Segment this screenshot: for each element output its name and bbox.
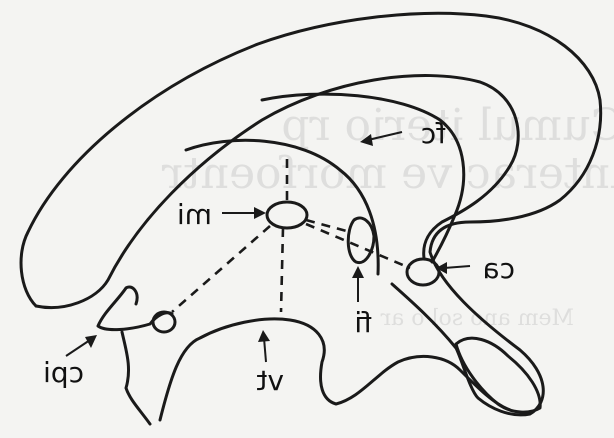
arrow-fi xyxy=(352,266,364,302)
third-ventricle-floor xyxy=(160,319,510,420)
connection-mi-cpi xyxy=(172,226,270,312)
label-fi: fi xyxy=(354,306,372,339)
anterior-commissure xyxy=(407,259,439,285)
connection-mi-down xyxy=(281,228,283,312)
arrow-vt xyxy=(258,330,270,362)
interventricular-foramen xyxy=(348,218,374,263)
optic-chiasm-outline xyxy=(456,338,540,412)
label-fc: fc xyxy=(421,117,446,150)
label-mi: mi xyxy=(177,198,212,231)
label-vt: vt xyxy=(256,364,284,397)
label-ca: ca xyxy=(482,252,515,285)
corpus-callosum-outline xyxy=(21,13,601,415)
label-cpi: cpi xyxy=(43,356,84,389)
arrow-mi xyxy=(222,207,266,219)
pineal-region-outline xyxy=(98,287,172,424)
arrow-fc xyxy=(360,132,402,146)
massa-intermedia xyxy=(267,202,307,228)
arrow-cpi xyxy=(66,335,97,356)
